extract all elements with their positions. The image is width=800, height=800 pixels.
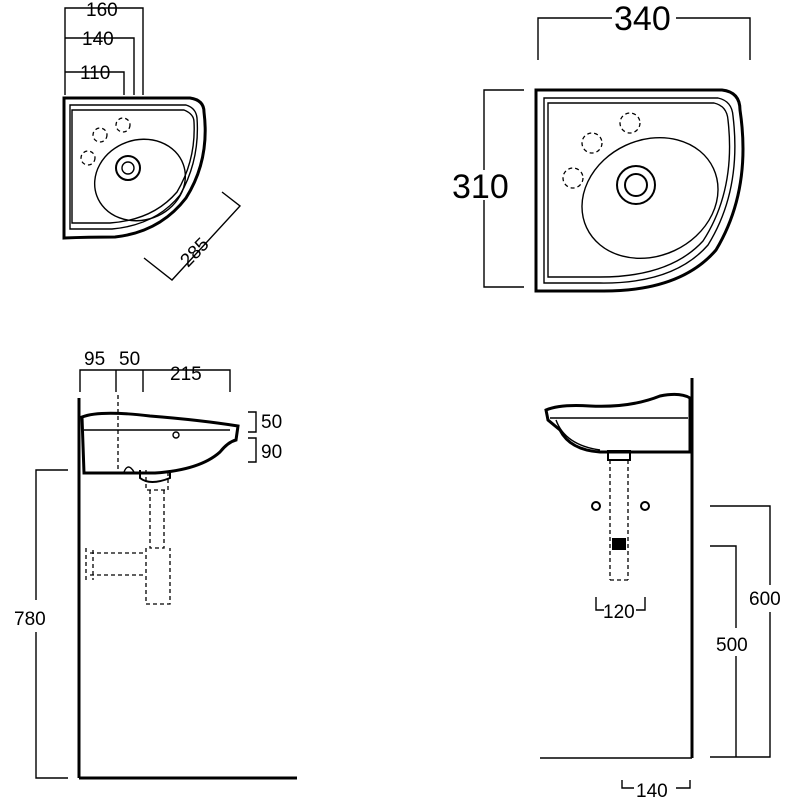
- large-basin-rim: [543, 97, 736, 284]
- dim-label-rim-50: 50: [261, 412, 282, 433]
- drain-inner: [121, 161, 135, 175]
- large-drain-outer: [616, 165, 656, 205]
- dim-label-bowl-90: 90: [261, 442, 282, 463]
- large-drain-inner: [624, 173, 648, 197]
- front-trap-outlet: [612, 538, 626, 550]
- dim-line-top: [79, 369, 231, 392]
- large-basin-outer: [534, 88, 745, 293]
- large-tap-hole-1: [581, 132, 603, 154]
- large-tap-hole-2: [619, 112, 641, 134]
- dim-label-310: 310: [452, 168, 509, 206]
- plan-view-large: 340 310: [452, 0, 751, 293]
- dim-label-285: 285: [176, 234, 213, 271]
- side-basin-profile: [80, 411, 240, 475]
- tap-hole-3: [80, 150, 96, 166]
- dim-line-310-bottom: [483, 200, 524, 288]
- dim-line-780-bottom: [35, 632, 68, 779]
- dim-line-285: [143, 191, 242, 281]
- dim-label-215: 215: [170, 364, 202, 385]
- dim-label-140-front: 140: [636, 781, 668, 800]
- side-elevation: 95 50 215 50 90 780: [14, 349, 297, 780]
- dim-line-600-bottom: [710, 612, 771, 758]
- basin-outer-outline: [62, 96, 207, 240]
- dim-label-140: 140: [82, 29, 114, 50]
- dim-label-340: 340: [614, 0, 671, 38]
- dim-line-110: [65, 71, 125, 95]
- dim-line-500-top: [710, 545, 737, 628]
- dim-label-780: 780: [14, 609, 46, 630]
- dim-line-310-top: [483, 89, 524, 170]
- dim-label-500: 500: [716, 635, 748, 656]
- tap-hole-2: [115, 117, 131, 133]
- tap-hole-1: [92, 127, 108, 143]
- dim-line-140: [65, 37, 135, 95]
- basin-inner-rim-2: [71, 109, 195, 224]
- large-basin-rim-2: [547, 102, 731, 278]
- large-bowl-ellipse: [581, 136, 719, 260]
- large-tap-hole-3: [562, 167, 584, 189]
- front-elevation: 120 600 500 140: [540, 378, 781, 800]
- dim-line-340-right: [676, 17, 751, 60]
- front-fixing-right: [640, 501, 650, 511]
- dim-label-120: 120: [603, 602, 635, 623]
- dim-line-160: [64, 7, 144, 95]
- drain-outer: [115, 155, 141, 181]
- front-fixing-left: [591, 501, 601, 511]
- dim-line-780-top: [35, 469, 68, 600]
- side-waste-outlet: [85, 548, 146, 582]
- dim-line-rim: [248, 411, 257, 433]
- front-basin-profile: [544, 392, 692, 454]
- dim-label-600: 600: [749, 589, 781, 610]
- dim-line-bowl: [248, 437, 257, 463]
- dim-label-50: 50: [119, 349, 140, 370]
- dim-label-110: 110: [80, 63, 110, 84]
- plan-view-small: 160 140 110 285: [62, 0, 242, 281]
- dim-label-160: 160: [86, 0, 118, 21]
- dim-line-600-top: [710, 505, 771, 585]
- dim-line-340-left: [537, 17, 612, 60]
- bowl-ellipse: [93, 138, 187, 222]
- dim-label-95: 95: [84, 349, 105, 370]
- front-waste-pipe: [609, 460, 629, 581]
